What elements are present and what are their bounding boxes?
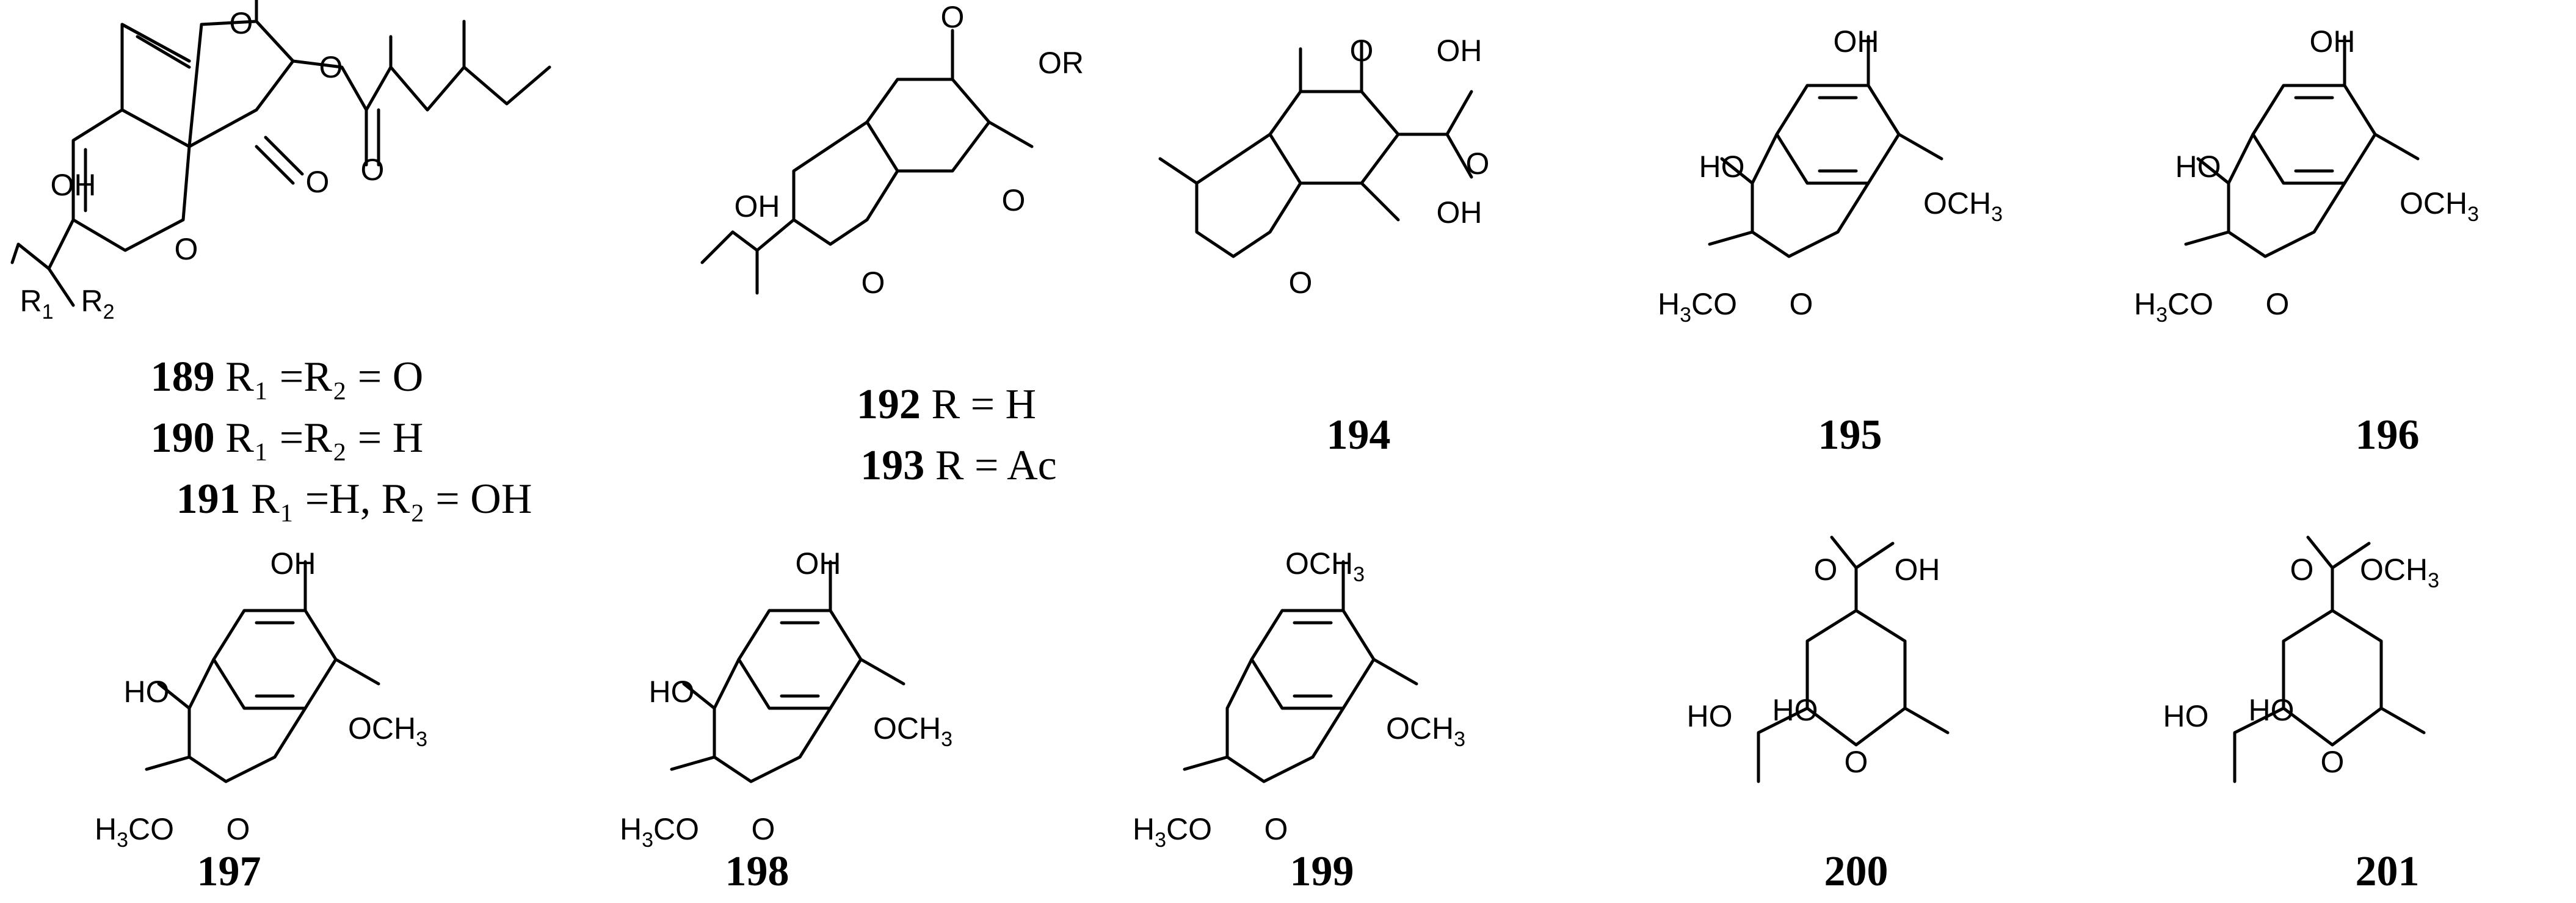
atom-oh: OH (1834, 24, 1879, 59)
atom-ho: HO (1687, 699, 1733, 733)
compound-label-200: 200 (1824, 848, 1888, 895)
atom-r2: R2 (81, 284, 114, 324)
structure-201 (2233, 535, 2426, 783)
atom-oh: OH (735, 189, 780, 223)
structure-192 (700, 29, 1034, 295)
atom-oh: OH (1437, 195, 1482, 230)
atom-oh: OH (51, 168, 96, 202)
atom-r1: R1 (20, 284, 53, 324)
atom-och3: OCH3 (2360, 553, 2439, 592)
atom-o: O (1845, 745, 1868, 779)
atom-oh: OH (1895, 553, 1940, 587)
atom-ho: HO (1699, 150, 1745, 184)
atom-h3co: H3CO (620, 812, 699, 852)
compound-label-201: 201 (2356, 848, 2420, 895)
atom-o: O (2321, 745, 2345, 779)
atom-och3: OCH3 (1285, 546, 1365, 586)
structure-195 (1708, 35, 1943, 258)
compound-label-199: 199 (1290, 848, 1354, 895)
atom-h3co: H3CO (1133, 812, 1212, 852)
atom-o: O (227, 812, 250, 846)
atom-o: O (862, 266, 885, 300)
structure-197 (145, 560, 380, 783)
atom-ho: HO (1772, 693, 1818, 727)
atom-o: O (1350, 34, 1374, 68)
structure-196 (2184, 35, 2420, 258)
compound-label-192: 192 R = H (857, 381, 1036, 428)
atom-h3co: H3CO (95, 812, 174, 852)
structure-199 (1183, 560, 1418, 783)
atom-oh: OH (2310, 24, 2356, 59)
atom-och3: OCH3 (1386, 711, 1465, 751)
atom-och3: OCH3 (2400, 186, 2479, 226)
structure-200 (1757, 535, 1950, 783)
atom-ho: HO (2249, 693, 2295, 727)
compound-label-194: 194 (1327, 412, 1391, 459)
compound-label-190: 190 R₁ =R₂ = H (151, 415, 424, 462)
atom-h3co: H3CO (2134, 287, 2213, 327)
atom-o: O (752, 812, 775, 846)
compound-label-196: 196 (2356, 412, 2420, 459)
atom-o: O (230, 6, 253, 40)
atom-o: O (2290, 553, 2314, 587)
atom-oh: OH (796, 546, 841, 581)
structure-198 (670, 560, 905, 783)
atom-o: O (941, 0, 965, 34)
atom-och3: OCH3 (873, 711, 952, 751)
compound-label-189: 189 R₁ =R₂ = O (151, 354, 424, 401)
compound-label-191: 191 R₁ =H, R₂ = OH (176, 476, 532, 523)
atom-o: O (361, 153, 385, 187)
atom-ho: HO (124, 675, 170, 709)
atom-o: O (1002, 183, 1026, 217)
atom-o: O (175, 232, 198, 266)
compound-label-197: 197 (197, 848, 261, 895)
compound-label-198: 198 (725, 848, 789, 895)
atom-o: O (1264, 812, 1288, 846)
structure-194 (1158, 41, 1473, 258)
atom-ho: HO (2175, 150, 2221, 184)
compound-label-195: 195 (1818, 412, 1882, 459)
atom-o: O (306, 165, 330, 199)
atom-och3: OCH3 (1923, 186, 2003, 226)
atom-ho: HO (649, 675, 695, 709)
atom-o: O (1814, 553, 1838, 587)
atom-och3: OCH3 (348, 711, 427, 751)
atom-h3co: H3CO (1658, 287, 1737, 327)
compound-label-193: 193 R = Ac (860, 442, 1056, 489)
atom-ho: HO (2163, 699, 2209, 733)
atom-o: O (2266, 287, 2290, 321)
atom-oh: OH (270, 546, 316, 581)
atom-oh: OH (1437, 34, 1482, 68)
atom-o: O (1289, 266, 1313, 300)
atom-or: OR (1038, 46, 1084, 80)
atom-o: O (1790, 287, 1813, 321)
atom-o: O (319, 50, 343, 84)
structure-189 (10, 0, 551, 307)
atom-o: O (1466, 147, 1490, 181)
